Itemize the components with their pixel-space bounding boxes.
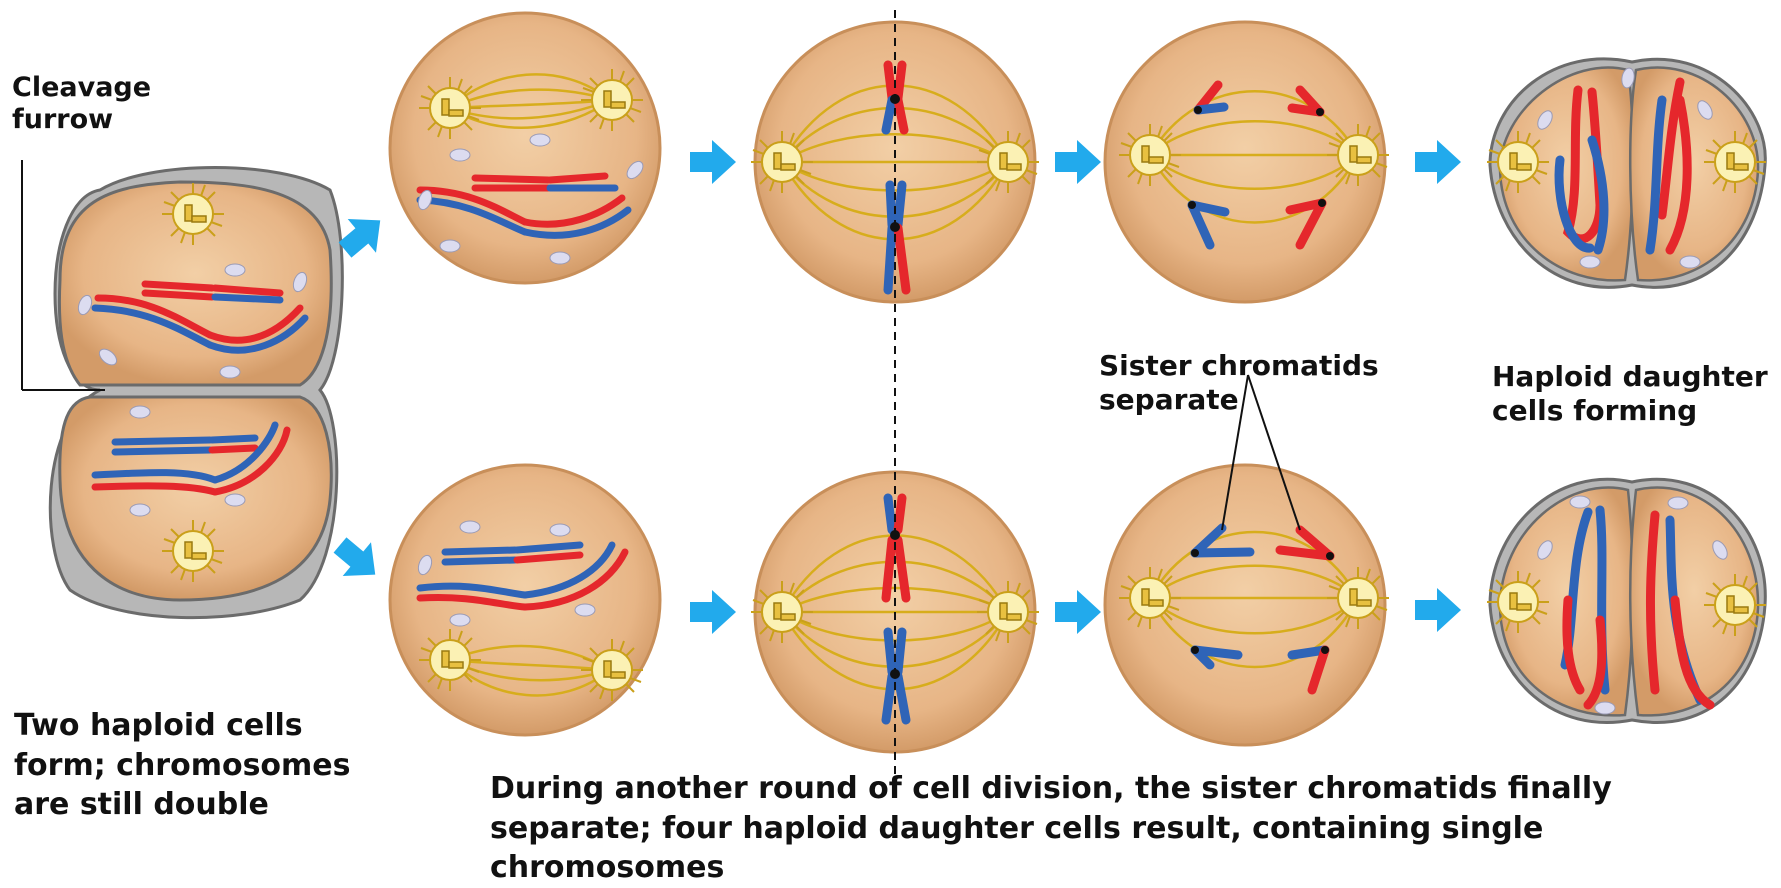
right-arrow-icon [1415, 588, 1461, 632]
right-arrow-icon [1415, 140, 1461, 184]
anaphase-ii-cell-top [1105, 22, 1389, 302]
telophase-ii-cells-top [1487, 59, 1766, 287]
right-arrow-icon [690, 590, 736, 634]
dividing-cell [22, 160, 342, 618]
right-arrow-icon [1055, 590, 1101, 634]
anaphase-ii-cell-bottom [1105, 375, 1389, 745]
telophase-ii-cells-bottom [1487, 479, 1766, 722]
metaphase-ii-cell-top [751, 22, 1039, 302]
right-arrow-icon [1055, 140, 1101, 184]
prophase-ii-cell-bottom [390, 465, 660, 735]
prophase-ii-cell-top [390, 13, 660, 283]
cell-division-caption: During another round of cell division, t… [490, 769, 1612, 888]
right-arrow-icon [690, 140, 736, 184]
right-arrow-icon [326, 528, 390, 591]
